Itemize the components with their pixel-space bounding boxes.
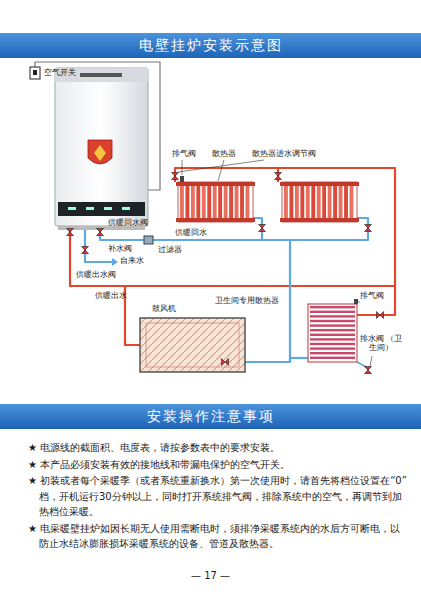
pipe xyxy=(85,226,112,262)
leader-line xyxy=(218,160,224,181)
air-vent xyxy=(354,299,358,304)
part-label: 排水阀 （卫生间） xyxy=(359,334,403,352)
pipe xyxy=(357,286,395,315)
note-text: ★ 初装或者每个采暖季（或者系统重新换水）第一次使用时，请首先将档位设置在“0”… xyxy=(28,473,407,520)
air-vent xyxy=(180,176,184,182)
page-number: — 17 — xyxy=(0,570,421,582)
title-banner xyxy=(0,33,421,58)
part-label: 卫生间专用散热器 xyxy=(215,296,279,305)
part-label: 散热器进水调节阀 xyxy=(252,149,316,158)
radiator xyxy=(280,182,359,222)
pipe xyxy=(125,286,140,345)
part-label: 供暖回水阀 xyxy=(108,218,148,227)
valve-symbol xyxy=(259,225,266,232)
part-label: 排气阀 xyxy=(360,291,384,300)
note-text: ★ 电源线的截面积、电度表，请按参数表中的要求安装。 xyxy=(28,440,407,456)
valve-symbol xyxy=(97,229,104,236)
valve-symbol xyxy=(377,312,384,319)
section-banner: 安装操作注意事项 xyxy=(0,404,421,429)
notes-banner xyxy=(0,404,421,429)
part-label: 补水阀 xyxy=(108,244,132,253)
boiler xyxy=(55,68,148,230)
valve-symbol xyxy=(365,225,372,232)
part-label: 鼓风机 xyxy=(152,304,176,313)
leader-line xyxy=(357,300,360,303)
valve-symbol xyxy=(67,229,74,236)
part-label: 过滤器 xyxy=(158,245,182,254)
note-text: ★ 本产品必须安装有效的接地线和带漏电保护的空气开关。 xyxy=(28,457,407,473)
valve-symbol xyxy=(222,359,229,366)
radiator xyxy=(176,182,255,222)
air-switch xyxy=(30,67,40,79)
switch-lever xyxy=(33,70,37,75)
towel-radiator xyxy=(308,304,357,362)
part-label: 供暖出水阀 xyxy=(76,270,116,279)
part-label: 排气阀 xyxy=(172,149,196,158)
valve-symbol xyxy=(365,367,372,374)
valve-symbol xyxy=(82,247,89,254)
filter-symbol xyxy=(144,236,153,244)
fan-coil xyxy=(140,318,245,372)
page-title: 电壁挂炉安装示意图 xyxy=(0,37,421,55)
part-label: 空气开关 xyxy=(44,68,76,77)
note-text: ★ 电采暖壁挂炉如因长期无人使用需断电时，须排净采暖系统内的水后方可断电，以防止… xyxy=(28,521,407,552)
valve-symbol xyxy=(172,173,179,180)
part-label: 自来水 xyxy=(120,256,144,265)
inlet-arrow xyxy=(112,258,118,266)
part-label: 散热器 xyxy=(212,149,236,158)
leader-line xyxy=(178,160,264,172)
part-label: 供暖回水 xyxy=(175,228,207,237)
valve-symbol xyxy=(275,173,282,180)
banner-text: 安装操作注意事项 xyxy=(147,408,275,426)
leader-line xyxy=(370,356,372,366)
leader-line xyxy=(182,160,183,175)
pipe xyxy=(290,357,308,359)
part-label: 供暖出水 xyxy=(95,291,127,300)
